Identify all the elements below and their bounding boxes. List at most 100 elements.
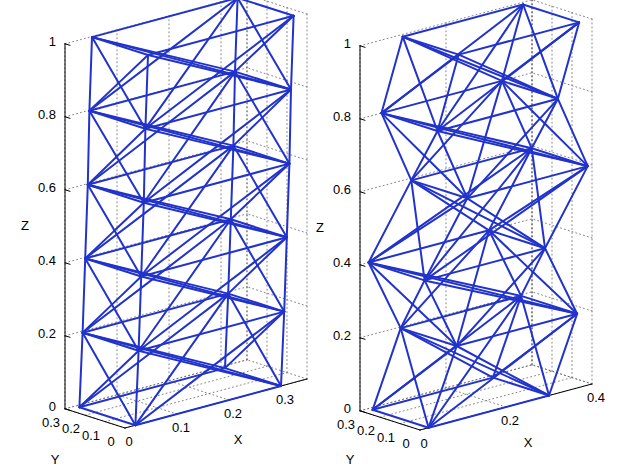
truss-member <box>89 37 92 111</box>
tick-label: 1 <box>49 35 56 49</box>
truss-member <box>532 124 545 149</box>
truss-member <box>85 185 88 259</box>
truss-member <box>89 83 118 111</box>
truss-member <box>92 37 148 55</box>
truss-member <box>92 37 291 89</box>
truss-member <box>369 230 489 262</box>
truss-member <box>502 81 532 148</box>
truss-member <box>413 280 425 304</box>
truss-member <box>83 259 86 333</box>
truss-member <box>115 231 142 277</box>
truss-member <box>139 312 285 351</box>
truss-member <box>535 346 549 396</box>
truss-member <box>424 131 437 156</box>
truss-member <box>145 90 291 129</box>
tick-label: 0.4 <box>38 254 56 268</box>
truss-member <box>445 279 521 296</box>
truss-member <box>382 113 438 131</box>
truss-member <box>119 83 146 129</box>
truss-member <box>411 180 418 230</box>
truss-member <box>141 237 287 276</box>
truss-member <box>420 84 437 131</box>
truss-member <box>109 351 139 379</box>
truss-member <box>284 237 287 311</box>
truss-member <box>425 223 507 280</box>
grid-line <box>532 0 533 365</box>
grid-line <box>247 0 307 14</box>
tick-mark <box>360 46 365 48</box>
truss-member <box>289 90 291 164</box>
tick-label: 0 <box>107 435 114 449</box>
truss-member <box>148 16 294 55</box>
truss-member <box>558 22 579 98</box>
grid-line <box>360 146 532 192</box>
truss-member <box>89 54 163 110</box>
axis-label: Y <box>51 453 60 467</box>
grid-line <box>380 371 552 417</box>
truss-member <box>558 99 588 166</box>
tick-label: 0.2 <box>333 329 351 343</box>
truss-member <box>161 128 233 145</box>
truss-member <box>373 410 429 428</box>
truss-member <box>228 219 231 293</box>
truss-member <box>425 198 468 280</box>
truss-member <box>238 0 294 16</box>
truss-member <box>135 386 281 425</box>
truss-member <box>438 55 459 131</box>
grid-line <box>65 44 66 409</box>
truss-member <box>117 157 144 203</box>
tick-label: 0.2 <box>62 422 80 436</box>
axis-label: X <box>234 433 243 447</box>
truss-member <box>513 99 558 149</box>
truss-member <box>88 185 287 238</box>
truss-member <box>438 131 468 198</box>
axis-label: X <box>524 436 533 450</box>
truss-member <box>238 0 265 44</box>
truss-member <box>79 351 153 408</box>
truss-member <box>538 166 587 198</box>
truss-member <box>231 146 234 220</box>
truss-member <box>144 146 218 203</box>
truss-member <box>79 379 109 407</box>
truss-member <box>489 148 532 230</box>
truss-member <box>83 333 281 386</box>
tick-label: 0.1 <box>82 429 100 443</box>
truss-member <box>79 333 82 408</box>
truss-member <box>89 111 289 164</box>
truss-member <box>411 180 545 248</box>
truss-member <box>401 328 415 378</box>
truss-member <box>144 164 290 203</box>
truss-member <box>85 231 114 259</box>
truss-member <box>225 340 255 368</box>
truss-member <box>369 263 401 329</box>
truss-member <box>231 191 260 219</box>
tick-label: 1 <box>344 37 351 51</box>
tick-label: 0 <box>402 437 409 451</box>
truss-member <box>92 0 238 37</box>
tick-label: 0.1 <box>377 431 395 445</box>
truss-member <box>85 202 159 258</box>
truss-member <box>452 5 523 59</box>
truss-member <box>401 296 521 328</box>
truss-member <box>88 157 117 185</box>
truss-member <box>425 280 457 346</box>
truss-member <box>382 84 421 113</box>
tick-mark <box>360 338 365 340</box>
tick-mark <box>360 119 365 121</box>
truss-member <box>415 378 429 428</box>
tick-label: 0 <box>125 435 132 449</box>
tick-label: 0 <box>344 402 351 416</box>
truss-member <box>429 371 503 428</box>
tick-mark <box>65 117 70 119</box>
z-axis <box>360 46 361 411</box>
truss-member <box>217 90 291 147</box>
truss-member <box>117 129 146 157</box>
grid-line <box>307 14 308 379</box>
truss-member <box>139 294 213 351</box>
grid-line <box>247 0 248 360</box>
truss-member <box>411 156 424 181</box>
tick-label: 0.8 <box>333 110 351 124</box>
truss-member <box>210 312 284 369</box>
truss-member <box>523 5 540 52</box>
